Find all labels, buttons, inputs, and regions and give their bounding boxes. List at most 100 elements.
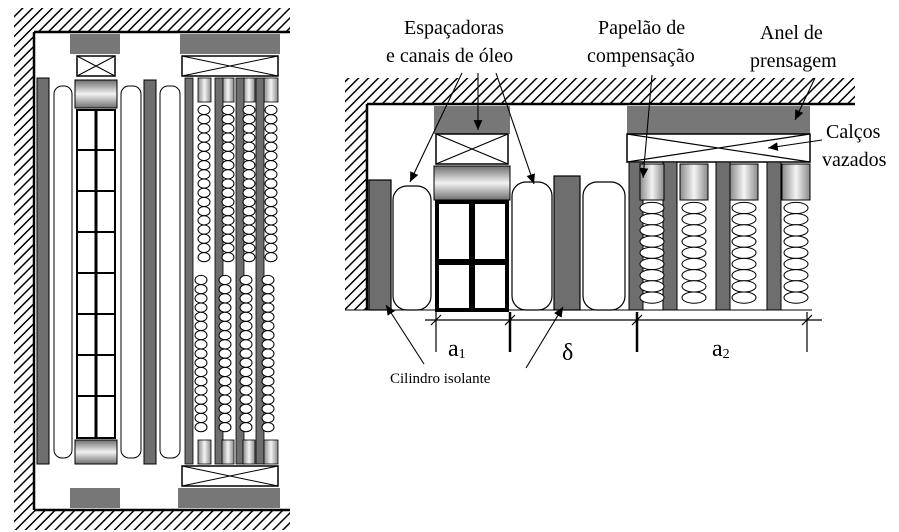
- disc-coil: [261, 366, 275, 378]
- label-spacers-line1: Espaçadoras: [404, 17, 504, 39]
- disc-coil: [242, 215, 256, 226]
- disc-coil: [221, 252, 235, 263]
- disc-coil: [239, 348, 253, 359]
- disc-coil: [681, 224, 707, 237]
- disc-coil: [239, 302, 253, 313]
- disc-coil: [221, 242, 235, 254]
- disc-coil: [242, 252, 256, 263]
- disc-coil: [197, 150, 211, 162]
- dimension-a2: a2: [712, 336, 730, 362]
- disc-coil: [783, 235, 809, 248]
- disc-coil: [197, 123, 211, 134]
- disc-coil: [639, 201, 665, 215]
- disc-coil: [731, 291, 757, 304]
- disc-coil: [239, 330, 253, 341]
- disc-coil: [221, 196, 235, 208]
- disc-coil: [239, 403, 253, 414]
- disc-coil: [239, 394, 253, 405]
- disc-coil: [261, 357, 275, 368]
- label-pressing-ring-line1: Anel de: [760, 22, 823, 44]
- disc-coil: [197, 169, 211, 180]
- disc-coil: [264, 169, 278, 180]
- disc-coil: [197, 206, 211, 217]
- separator-bar: [184, 77, 194, 465]
- separator-bar: [715, 161, 731, 311]
- disc-coil: [264, 242, 278, 254]
- disc-coil: [242, 114, 256, 125]
- disc-coil: [221, 224, 235, 235]
- disc-coil: [264, 141, 278, 152]
- disc-coil: [197, 242, 211, 254]
- spacer-cap: [263, 439, 279, 465]
- right-oil-channel-2: [511, 181, 553, 311]
- disc-coil: [731, 257, 757, 271]
- disc-coil: [221, 141, 235, 152]
- disc-coil: [194, 293, 208, 304]
- disc-coil: [194, 311, 208, 322]
- left-insulating-cylinder: [36, 77, 50, 465]
- right-core-side-hatch: [345, 78, 367, 310]
- right-hv-disc-coils: [639, 201, 809, 304]
- left-hv-disc-coils: [194, 104, 278, 433]
- disc-coil: [221, 160, 235, 171]
- disc-coil: [264, 150, 278, 162]
- left-insulating-cylinder-2: [143, 79, 157, 465]
- disc-coil: [221, 132, 235, 143]
- disc-coil: [261, 311, 275, 322]
- disc-coil: [221, 123, 235, 134]
- disc-coil: [218, 385, 232, 396]
- disc-coil: [639, 291, 665, 304]
- disc-coil: [218, 320, 232, 332]
- disc-coil: [197, 215, 211, 226]
- left-hv-spacers-bottom: [197, 439, 279, 465]
- disc-coil: [218, 422, 232, 433]
- disc-coil: [197, 132, 211, 143]
- disc-coil: [261, 422, 275, 433]
- left-core-side-hatch: [14, 8, 34, 528]
- disc-coil: [197, 104, 211, 116]
- disc-coil: [639, 213, 665, 226]
- label-spacers-line2: e canais de óleo: [386, 45, 513, 67]
- right-oil-channel-3: [582, 181, 626, 311]
- disc-coil: [264, 114, 278, 125]
- disc-coil: [194, 385, 208, 396]
- disc-coil: [239, 422, 253, 433]
- disc-coil: [221, 215, 235, 226]
- disc-coil: [194, 422, 208, 433]
- disc-coil: [783, 246, 809, 259]
- disc-coil: [783, 291, 809, 304]
- left-core-top-hatch: [14, 8, 290, 32]
- disc-coil: [264, 132, 278, 143]
- disc-coil: [221, 206, 235, 217]
- disc-coil: [239, 311, 253, 322]
- disc-coil: [194, 376, 208, 387]
- label-insulating-cylinder: Cilindro isolante: [390, 371, 491, 387]
- disc-coil: [221, 178, 235, 189]
- left-hv-pressing-ring-bottom: [178, 488, 280, 508]
- disc-coil: [264, 215, 278, 226]
- disc-coil: [783, 201, 809, 215]
- disc-coil: [242, 132, 256, 143]
- disc-coil: [264, 187, 278, 198]
- disc-coil: [197, 178, 211, 189]
- disc-coil: [197, 187, 211, 198]
- right-winding-detail: Espaçadoras e canais de óleo Papelão de …: [345, 17, 887, 387]
- left-lv-spacer-top: [74, 79, 118, 109]
- disc-coil: [242, 104, 256, 116]
- disc-coil: [221, 114, 235, 125]
- label-hollow-blocks-line2: vazados: [822, 149, 887, 171]
- disc-coil: [783, 257, 809, 271]
- disc-coil: [242, 242, 256, 254]
- disc-coil: [218, 348, 232, 359]
- disc-coil: [218, 394, 232, 405]
- disc-coil: [242, 187, 256, 198]
- disc-coil: [194, 330, 208, 341]
- dimension-delta: δ: [562, 340, 573, 366]
- disc-coil: [239, 385, 253, 396]
- disc-coil: [264, 178, 278, 189]
- right-hv-spacers: [639, 163, 811, 201]
- disc-coil: [242, 123, 256, 134]
- disc-coil: [239, 293, 253, 304]
- disc-coil: [242, 196, 256, 208]
